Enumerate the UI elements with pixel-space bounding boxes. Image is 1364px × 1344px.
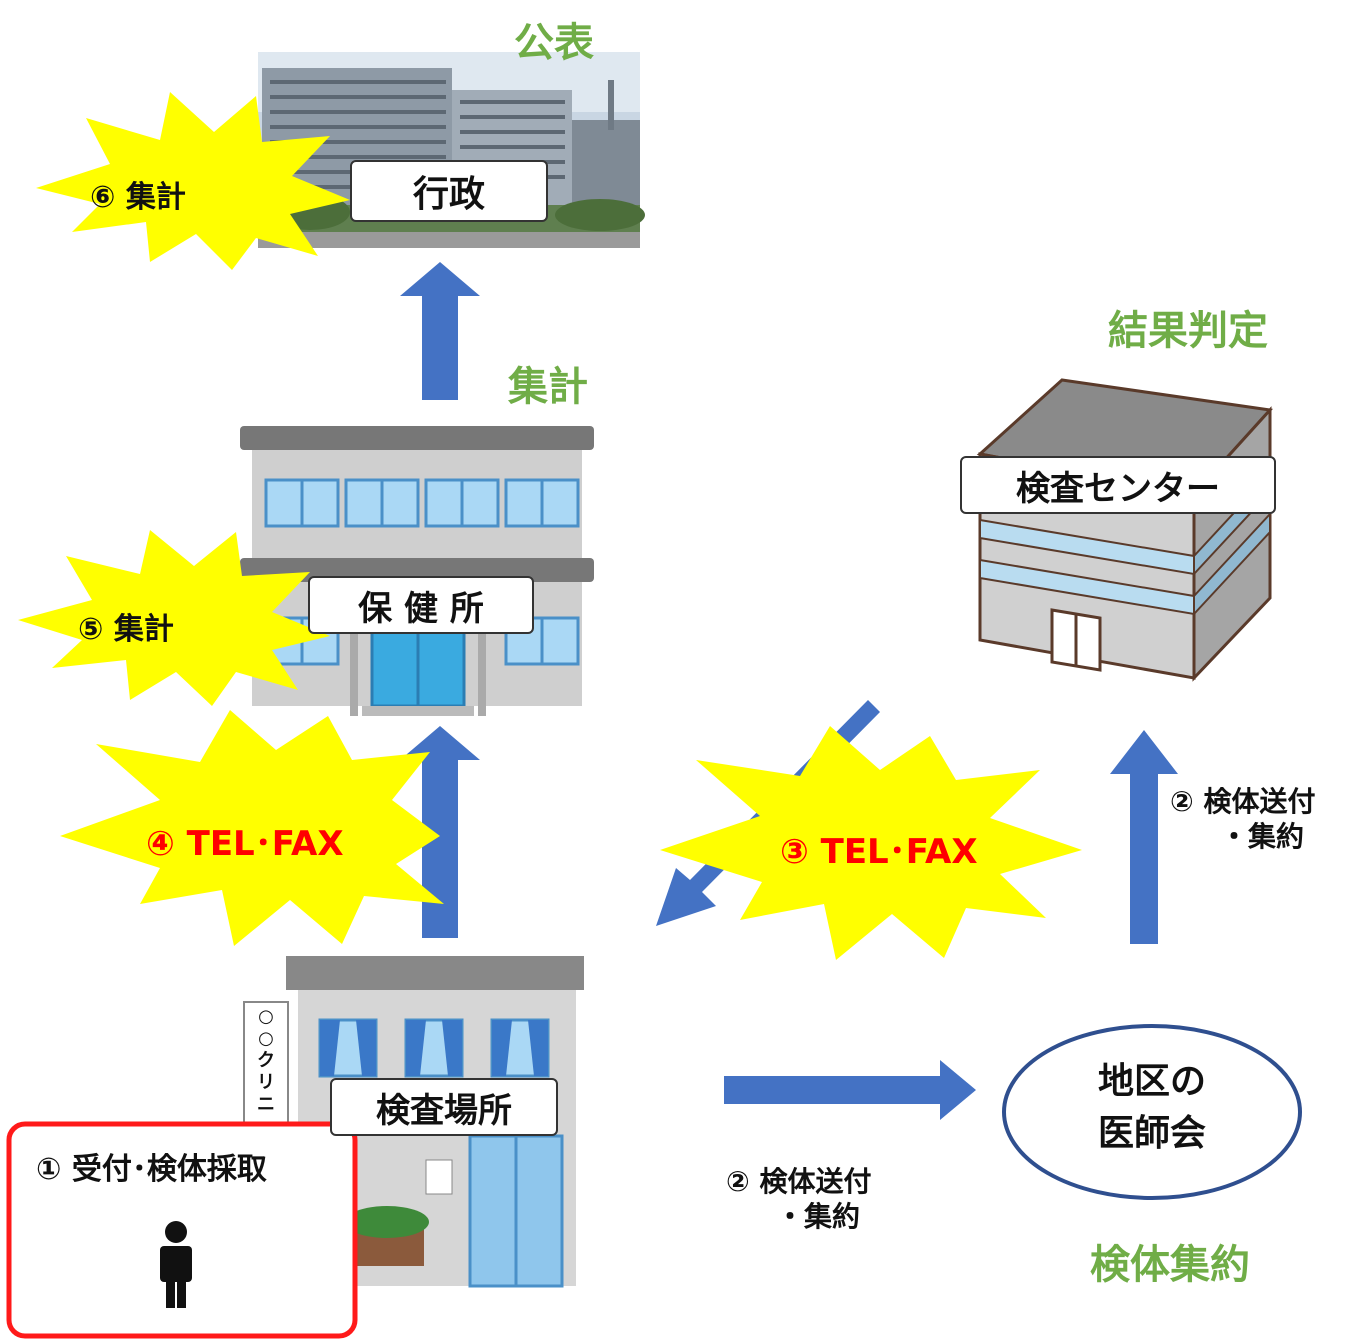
label-kohyo: 公表 bbox=[514, 20, 594, 66]
clinic-sign-char: ク bbox=[257, 1050, 275, 1071]
arrow-up-to-health-center bbox=[400, 726, 480, 938]
step4-number: ④ bbox=[146, 824, 175, 864]
starburst-step5 bbox=[18, 530, 330, 706]
clinic-sign-char: ○ bbox=[258, 1006, 274, 1027]
label-kekka-hantei: 結果判定 bbox=[1108, 308, 1268, 354]
box-hokenjo: 保 健 所 bbox=[308, 576, 534, 634]
step1-label: ① 受付･検体採取 bbox=[36, 1152, 267, 1187]
starbursts bbox=[18, 92, 1082, 960]
label-kentai-shuyaku: 検体集約 bbox=[1090, 1242, 1250, 1288]
step2-bottom-label: ② 検体送付 ・集約 bbox=[726, 1164, 871, 1234]
clinic-sign-char: ニ bbox=[257, 1094, 275, 1115]
step2-bottom-line2: ・集約 bbox=[776, 1200, 861, 1233]
person-icon bbox=[160, 1221, 192, 1308]
health-center-building bbox=[240, 426, 594, 716]
starburst-step4 bbox=[60, 710, 444, 946]
arrow-up-to-government bbox=[400, 262, 480, 400]
arrow-right-to-ishikai bbox=[724, 1060, 976, 1120]
ishikai-line2: 医師会 bbox=[1097, 1113, 1206, 1154]
step3-label: ③ TEL･FAX bbox=[780, 824, 978, 873]
test-center-building bbox=[976, 378, 1274, 682]
box-kensa-center: 検査センター bbox=[960, 456, 1276, 514]
starburst-step6 bbox=[36, 92, 350, 270]
box-kensa-basho: 検査場所 bbox=[330, 1078, 558, 1136]
step3-number: ③ bbox=[780, 832, 809, 872]
step2-right-label: ② 検体送付 ・集約 bbox=[1170, 784, 1315, 854]
clinic-sign: ○ ○ ク リ ニ bbox=[252, 1006, 280, 1116]
step3-text: TEL･FAX bbox=[820, 832, 978, 872]
clinic-sign-char: リ bbox=[257, 1072, 275, 1093]
step2-right-line2: ・集約 bbox=[1220, 820, 1305, 853]
step2-right-line1: ② 検体送付 bbox=[1170, 785, 1316, 818]
ishikai-line1: 地区の bbox=[1097, 1061, 1206, 1102]
step4-label: ④ TEL･FAX bbox=[146, 816, 344, 865]
clinic-sign-char: ○ bbox=[258, 1028, 274, 1049]
step5-label: ⑤ 集計 bbox=[78, 612, 174, 647]
step2-bottom-line1: ② 検体送付 bbox=[726, 1165, 872, 1198]
step6-label: ⑥ 集計 bbox=[90, 180, 186, 215]
label-shukei: 集計 bbox=[508, 364, 588, 410]
ishikai-label: 地区の 医師会 bbox=[1004, 1056, 1300, 1160]
ishikai-ellipse bbox=[1002, 1024, 1302, 1200]
step4-text: TEL･FAX bbox=[186, 824, 344, 864]
box-gyosei: 行政 bbox=[350, 160, 548, 222]
government-building-photo bbox=[258, 52, 645, 248]
arrow-up-to-test-center bbox=[1110, 730, 1178, 944]
starburst-step3 bbox=[660, 726, 1082, 960]
